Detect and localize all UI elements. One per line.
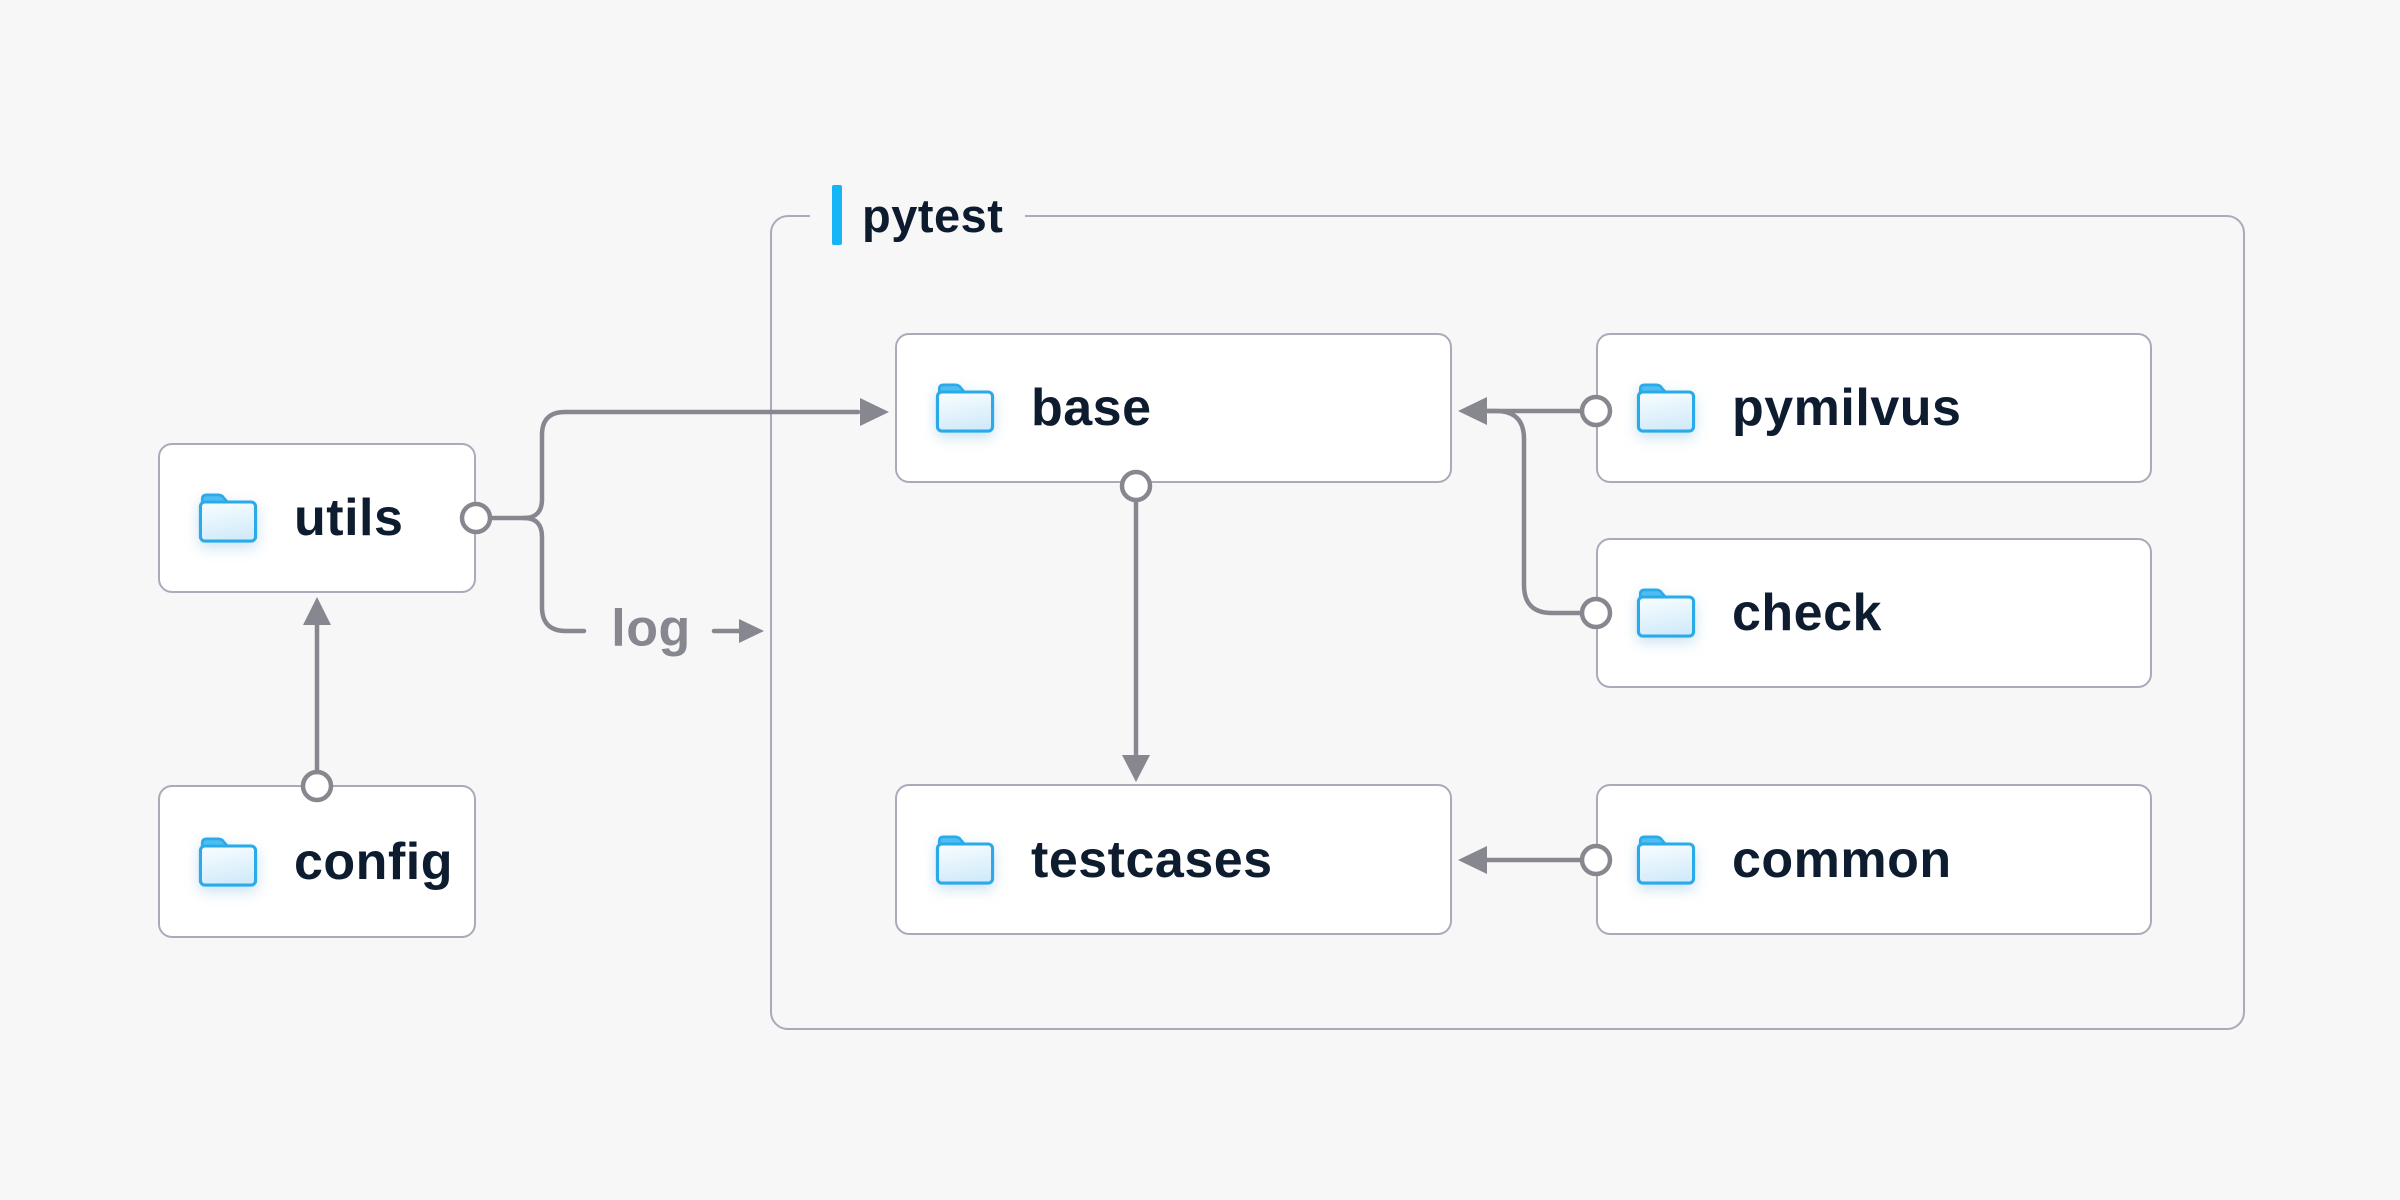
group-title: pytest bbox=[862, 188, 1004, 242]
folder-icon bbox=[198, 837, 258, 887]
arrowhead-right-small-icon bbox=[739, 619, 764, 643]
folder-icon bbox=[198, 493, 258, 543]
node-label: base bbox=[1031, 379, 1152, 437]
accent-bar-icon bbox=[832, 185, 842, 245]
node-check: check bbox=[1596, 538, 2152, 688]
edge-config-to-utils bbox=[303, 597, 331, 773]
node-base: base bbox=[895, 333, 1452, 483]
node-label: pymilvus bbox=[1732, 379, 1962, 437]
node-label: testcases bbox=[1031, 830, 1273, 889]
folder-icon bbox=[1636, 383, 1696, 433]
node-label: utils bbox=[294, 489, 404, 547]
folder-icon bbox=[1636, 835, 1696, 885]
folder-icon bbox=[935, 835, 995, 885]
folder-icon bbox=[1636, 588, 1696, 638]
node-common: common bbox=[1596, 784, 2152, 935]
node-label: check bbox=[1732, 584, 1882, 642]
folder-icon bbox=[935, 383, 995, 433]
pytest-group-label: pytest bbox=[810, 181, 1026, 249]
node-utils: utils bbox=[158, 443, 476, 593]
node-config: config bbox=[158, 785, 476, 938]
node-pymilvus: pymilvus bbox=[1596, 333, 2152, 483]
edge-label-log: log bbox=[611, 599, 691, 658]
pytest-group-container bbox=[770, 215, 2245, 1030]
node-testcases: testcases bbox=[895, 784, 1452, 935]
node-label: common bbox=[1732, 830, 1952, 889]
node-label: config bbox=[294, 832, 453, 891]
arrowhead-up-icon bbox=[303, 597, 331, 625]
